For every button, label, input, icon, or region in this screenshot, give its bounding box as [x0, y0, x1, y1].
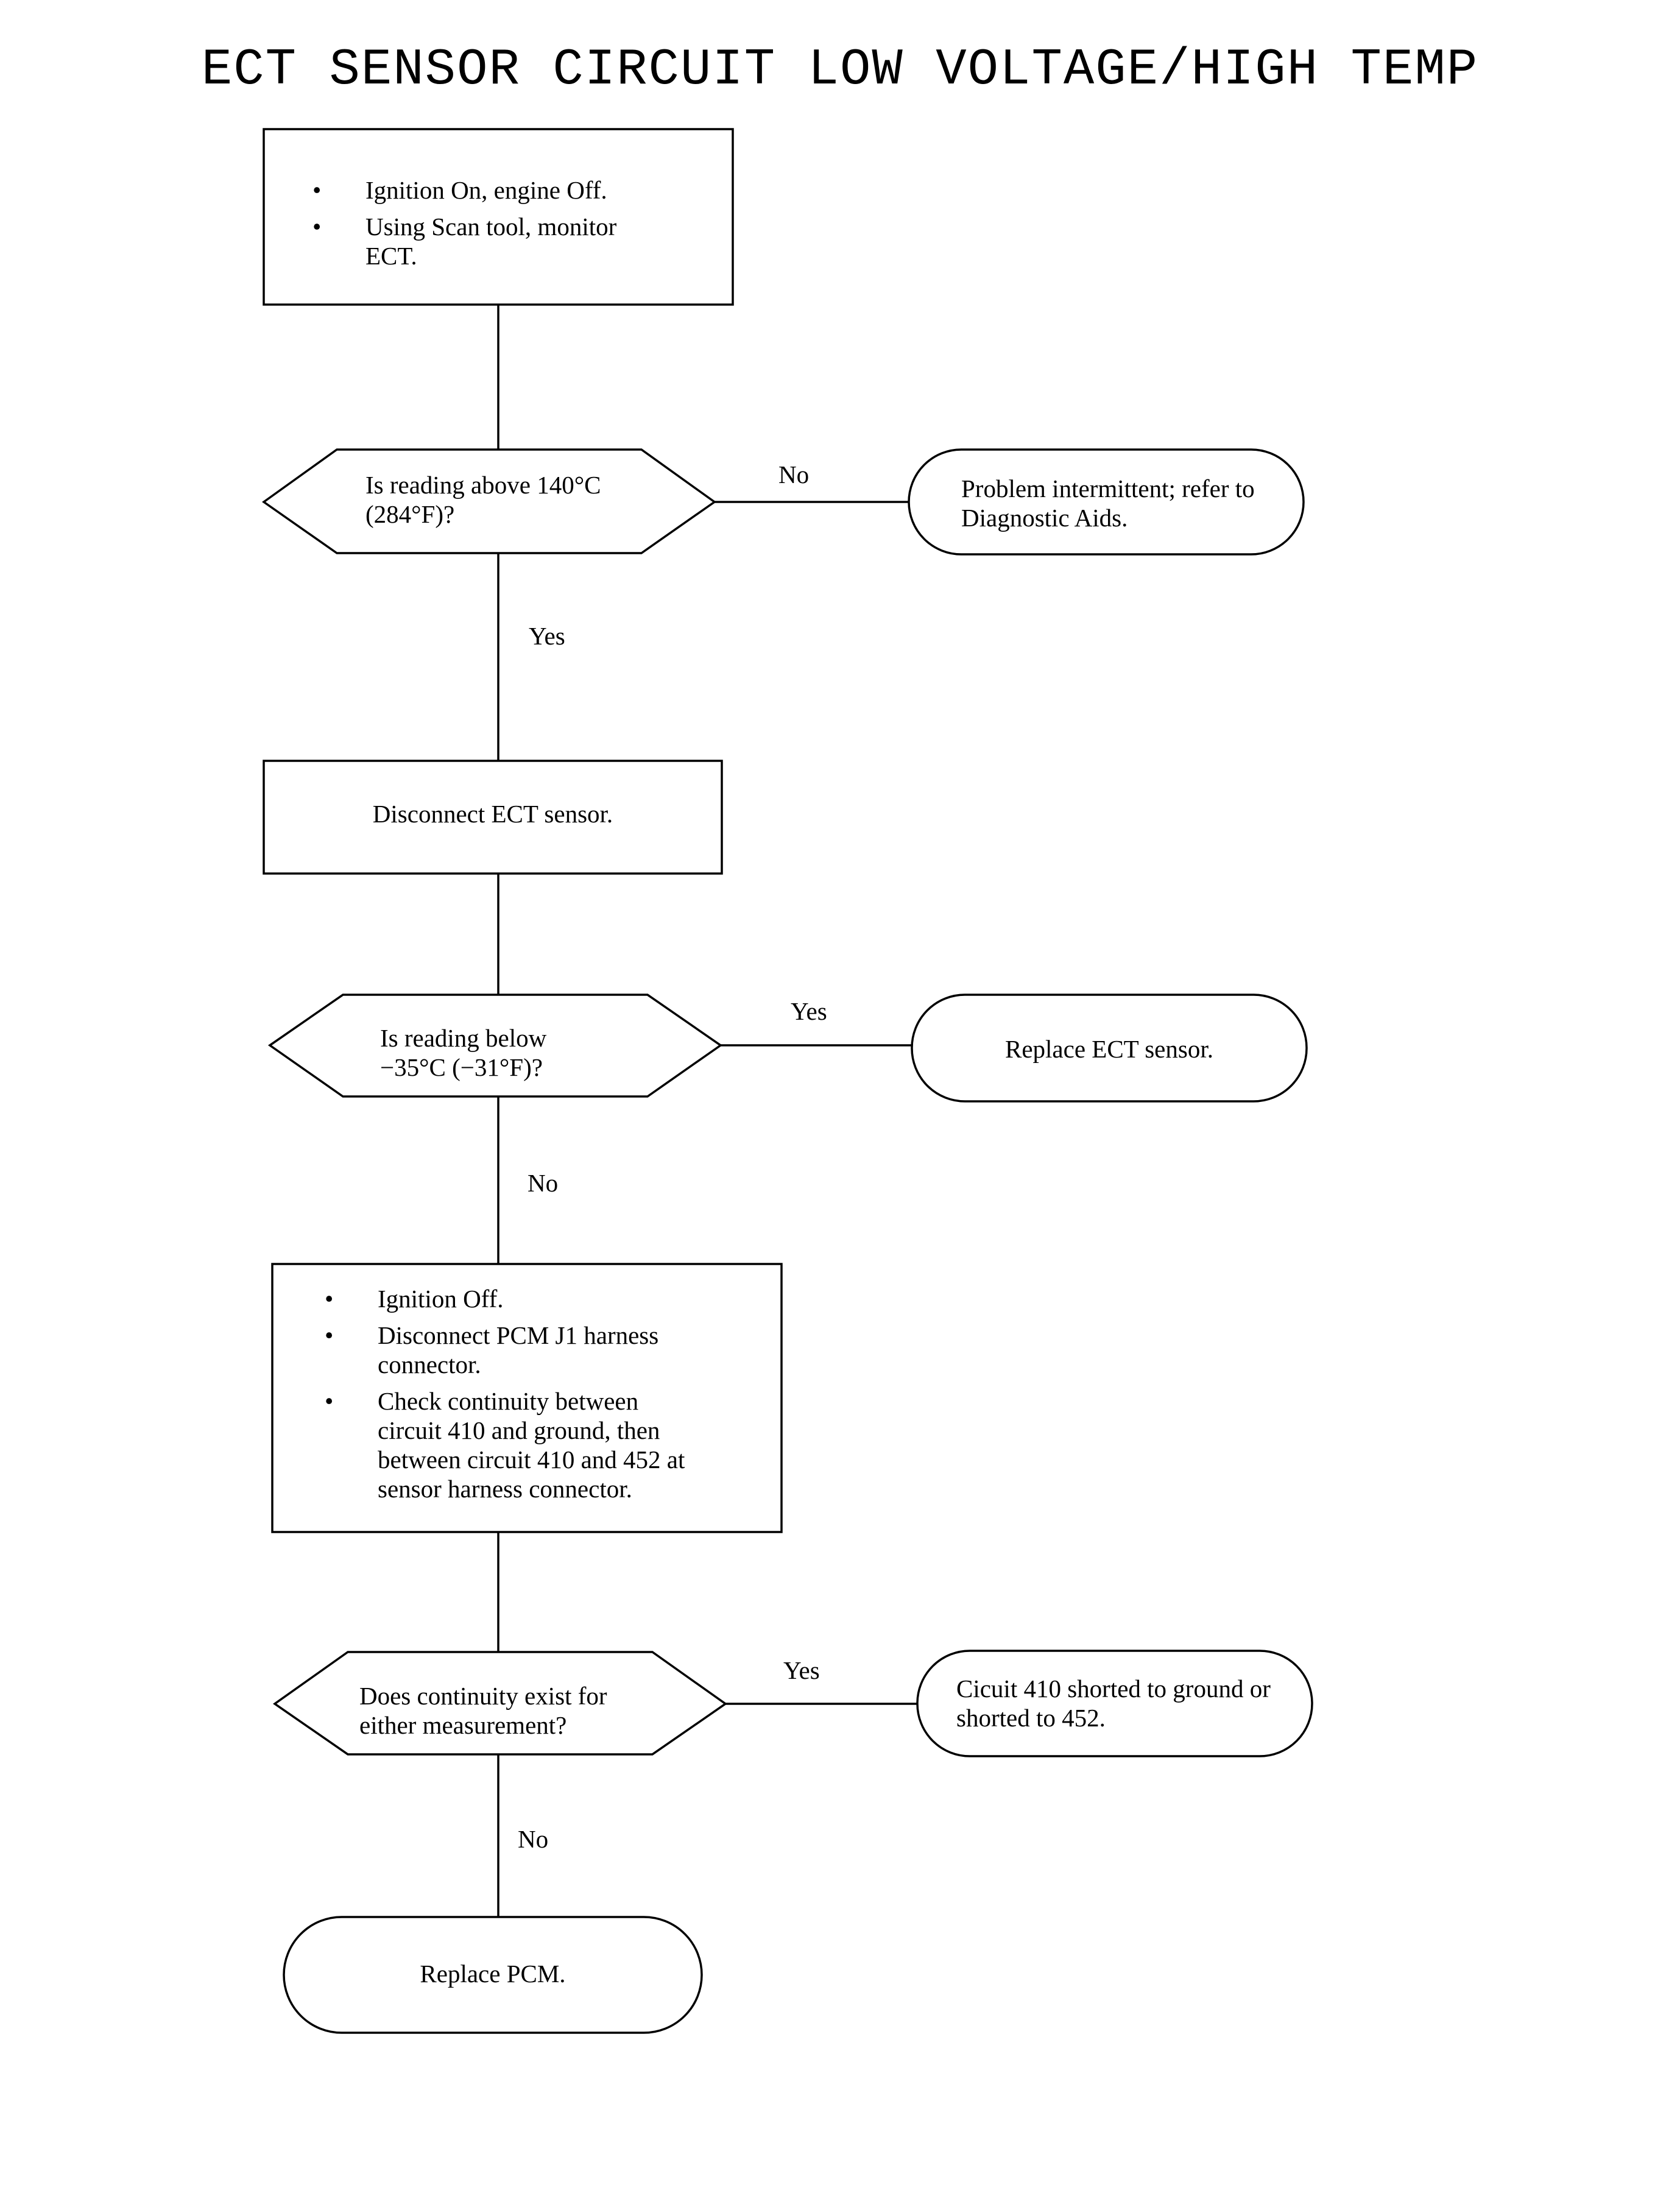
- result3-text: Cicuit 410 shorted to ground or shorted …: [956, 1675, 1271, 1732]
- step1-bullet: Using Scan tool, monitor ECT.: [308, 212, 658, 270]
- decision2-yes-label: Yes: [791, 997, 827, 1025]
- step3-box: [271, 1263, 783, 1533]
- step2-text: Disconnect ECT sensor.: [372, 800, 613, 828]
- step3-bullet: Check continuity between circuit 410 and…: [320, 1386, 694, 1503]
- result3-terminator: [916, 1650, 1313, 1757]
- result4-text: Replace PCM.: [420, 1960, 566, 1988]
- decision3-no-label: No: [518, 1825, 549, 1853]
- decision3-yes-label: Yes: [783, 1656, 820, 1684]
- page-title: ECT SENSOR CIRCUIT LOW VOLTAGE/HIGH TEMP: [201, 41, 1479, 99]
- decision1-no-label: No: [778, 461, 810, 489]
- step1-bullet: Ignition On, engine Off.: [308, 175, 658, 205]
- step3-bullet: Disconnect PCM J1 harness connector.: [320, 1321, 694, 1379]
- decision1-yes-label: Yes: [529, 622, 565, 650]
- step3-bullet: Ignition Off.: [320, 1284, 746, 1313]
- result4-terminator: [283, 1916, 703, 2034]
- step2-box: [263, 760, 723, 875]
- step3-bullets: Ignition Off. Disconnect PCM J1 harness …: [320, 1284, 746, 1511]
- step1-bullets: Ignition On, engine Off. Using Scan tool…: [308, 175, 658, 278]
- decision2-question: Is reading below −35°C (−31°F)?: [380, 1024, 547, 1081]
- result2-text: Replace ECT sensor.: [1005, 1035, 1213, 1063]
- result1-text: Problem intermittent; refer to Diagnosti…: [961, 475, 1255, 532]
- decision2-no-label: No: [528, 1169, 559, 1197]
- decision3-question: Does continuity exist for either measure…: [359, 1682, 607, 1739]
- result1-terminator: [908, 448, 1305, 556]
- decision1-question: Is reading above 140°C (284°F)?: [365, 471, 601, 528]
- result2-terminator: [911, 994, 1308, 1103]
